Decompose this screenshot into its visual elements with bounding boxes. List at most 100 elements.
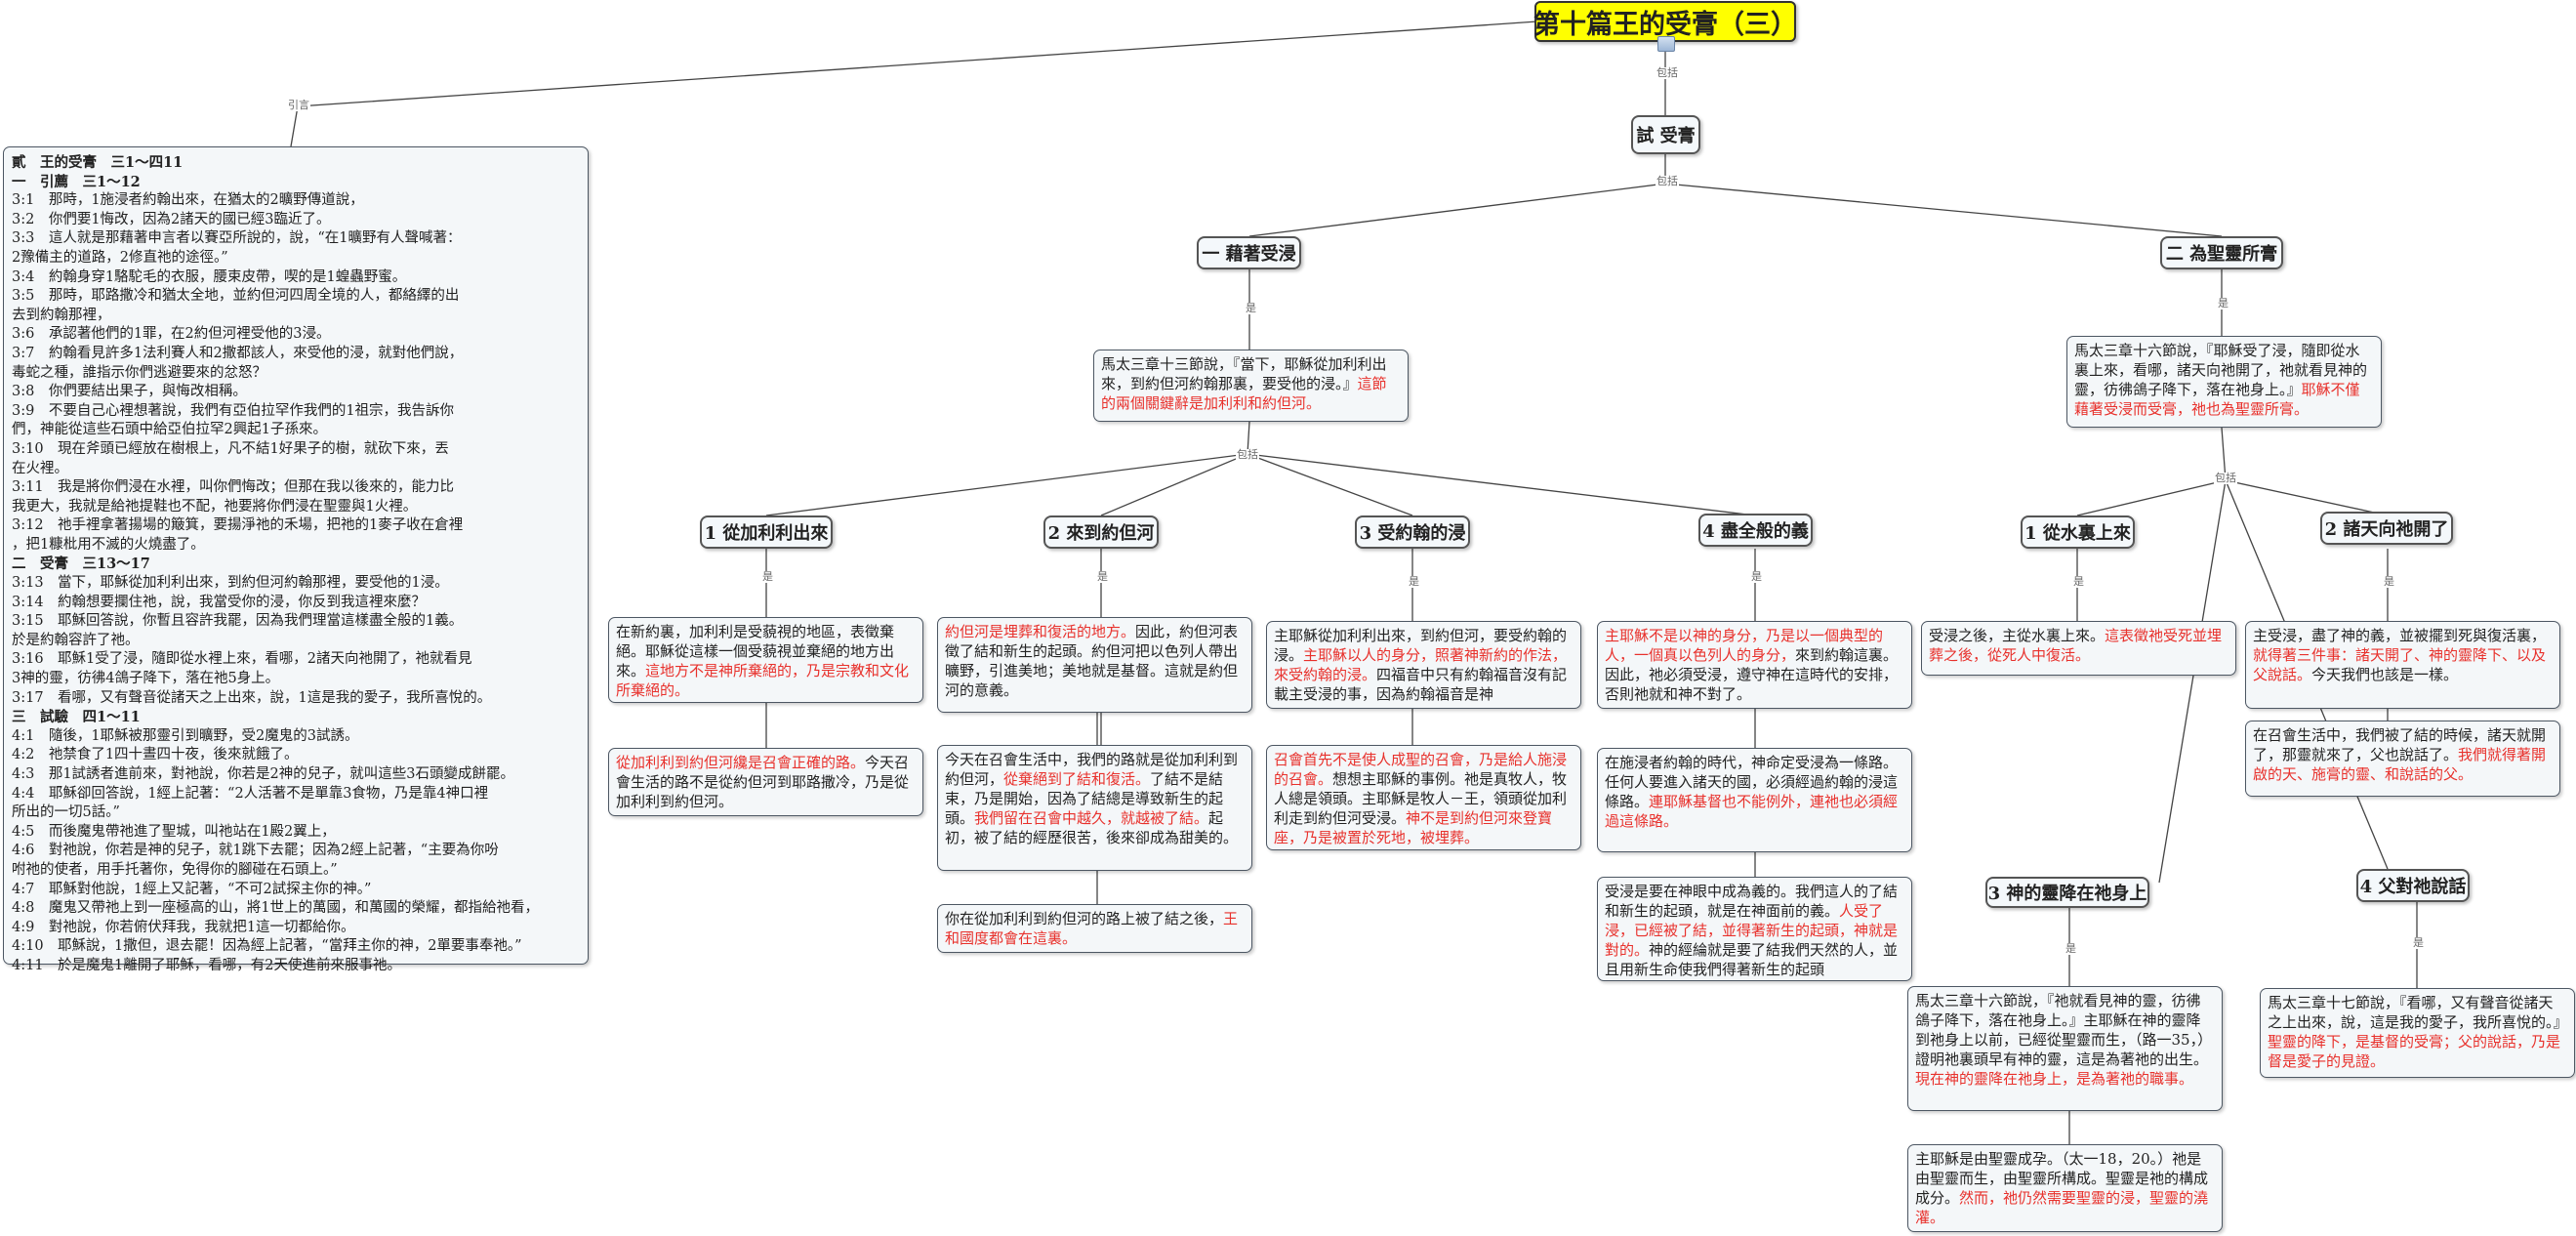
intro-verse-line: 4:10 耶穌說，1撒但，退去罷！因為經上記著，“當拜主你的神，2單要事奉祂。” [12,938,522,955]
topic-b2-anointed[interactable]: 二 為聖靈所膏 [2160,236,2283,269]
topic-b1-1[interactable]: 1 從加利利出來 [700,515,833,549]
intro-verse-line: 於是約翰容許了祂。 [12,632,140,648]
note-b1-2b[interactable]: 今天在召會生活中，我們的路就是從加利利到約但河，從棄絕到了結和復活。了結不是結束… [937,745,1252,871]
intro-verse-line: 3:15 耶穌回答說，你暫且容許我罷，因為我們理當這樣盡全般的1義。 [12,613,464,630]
intro-verse-line: 3:9 不要自己心裡想著說，我們有亞伯拉罕作我們的1祖宗，我告訴你 [12,402,455,419]
topic-label: 3 受約翰的浸 [1359,523,1466,544]
intro-verse-line: 4:11 於是魔鬼1離開了耶穌，看哪，有2天使進前來服事祂。 [12,957,402,973]
note-icon[interactable] [1657,36,1675,52]
note-b1-4[interactable]: 主耶穌不是以神的身分，乃是以一個典型的人，一個真以色列人的身分，來到約翰這裏。因… [1597,621,1912,709]
note-b1-2[interactable]: 約但河是埋葬和復活的地方。因此，約但河表徵了結和新生的起頭。約但河把以色列人帶出… [937,617,1252,713]
intro-verse-line: 們，神能從這些石頭中給亞伯拉罕2興起1子孫來。 [12,422,327,438]
link-label-is: 是 [2217,297,2229,309]
note-highlight: 我們就得著開啟的天、施膏的靈、和說話的父。 [2253,746,2547,783]
note-text: 受浸之後，主從水裏上來。 [1929,627,2106,644]
note-highlight: 耶穌不僅藉著受浸而受膏，祂也為聖靈所膏。 [2074,381,2360,418]
intro-verse-line: ，把1糠枇用不滅的火燒盡了。 [12,536,205,553]
topic-b1-baptism[interactable]: 一 藉著受浸 [1197,236,1301,269]
note-highlight: 主耶穌以人的身分，照著神新約的作法，來受約翰的浸。 [1274,646,1568,683]
note-text: 你在從加利利到約但河的路上被了結之後， [945,910,1224,927]
topic-b1-4[interactable]: 4 盡全般的義 [1698,514,1813,547]
intro-verse-line: 3:12 祂手裡拿著揚場的簸箕，要揚淨祂的禾場，把祂的1麥子收在倉裡 [12,517,464,534]
topic-label: 一 藉著受浸 [1202,244,1296,265]
note-highlight: 連耶穌基督也不能例外，連祂也必須經過這條路。 [1605,793,1899,830]
topic-b2-2[interactable]: 2 諸天向祂開了 [2320,512,2453,545]
link-label-is: 是 [1245,302,1257,314]
note-text: 來到約翰這裏。因此，祂必須受浸，遵守神在這時代的安排，否則祂就和神不對了。 [1605,646,1899,703]
intro-verse-line: 在火裡。 [12,460,68,476]
note-highlight: 這表徵祂受死並埋葬之後，從死人中復活。 [1929,627,2223,664]
intro-verse-line: 3:3 這人就是那藉著申言者以賽亞所說的，說，“在1曠野有人聲喊著： [12,230,462,247]
intro-verse-line: 3:6 承認著他們的1罪，在2約但河裡受他的3浸。 [12,326,331,343]
topic-b1-3[interactable]: 3 受約翰的浸 [1355,515,1470,549]
intro-verse-line: 3:7 約翰看見許多1法利賽人和2撒都該人，來受他的浸，就對他們說， [12,345,464,361]
intro-heading-line: 一 引薦 三1～12 [12,173,141,190]
intro-verse-line: 3:14 約翰想要攔住祂，說，我當受你的浸，你反到我這裡來麼？ [12,594,427,610]
note-text: 主耶穌從加利利出來，到約但河，要受約翰的浸。 [1274,627,1568,664]
topic-b2-3[interactable]: 3 神的靈降在祂身上 [1985,877,2149,908]
topic-label: 2 諸天向祂開了 [2324,519,2449,540]
note-text: 今天在召會生活中，我們的路就是從加利利到約但河， [945,751,1239,788]
intro-heading-line: 三 試驗 四1～11 [12,709,141,726]
intro-verse-line: 4:7 耶穌對他說，1經上又記著，“不可2試探主你的神。” [12,881,372,897]
note-highlight: 聖靈的降下，是基督的受膏；父的說話，乃是督是愛子的見證。 [2268,1033,2561,1070]
link-label-include: 包括 [2214,472,2237,484]
root-topic[interactable]: 第十篇王的受膏（三） [1533,1,1797,42]
note-text: 在施浸者約翰的時代，神命定受浸為一條路。任何人要進入諸天的國，必須經過約翰的浸這… [1605,754,1899,810]
intro-verse-line: 去到約翰那裡， [12,307,111,323]
note-highlight: 現在神的靈降在祂身上，是為著祂的職事。 [1915,1070,2194,1088]
topic-b2-1[interactable]: 1 從水裏上來 [2021,515,2135,549]
topic-b2-4[interactable]: 4 父對祂說話 [2356,869,2470,902]
note-b1-3[interactable]: 主耶穌從加利利出來，到約但河，要受約翰的浸。主耶穌以人的身分，照著神新約的作法，… [1266,621,1581,709]
note-highlight: 然而，祂仍然需要聖靈的浸，聖靈的澆灌。 [1915,1189,2209,1226]
note-b1-2c[interactable]: 你在從加利利到約但河的路上被了結之後，王和國度都會在這裏。 [937,904,1252,953]
note-text: 在新約裏，加利利是受藐視的地區，表徵棄絕。耶穌從這樣一個受藐視並棄絕的地方出來。 [616,623,895,680]
note-b1-3b[interactable]: 召會首先不是使人成聖的召會，乃是給人施浸的召會。想想主耶穌的事例。祂是真牧人，牧… [1266,745,1581,850]
note-b1-1[interactable]: 在新約裏，加利利是受藐視的地區，表徵棄絕。耶穌從這樣一個受藐視並棄絕的地方出來。… [608,617,923,703]
note-highlight: 就得著三件事：諸天開了、神的靈降下、以及父說話。 [2253,646,2547,683]
topic-label: 4 盡全般的義 [1702,521,1809,542]
note-b2-2[interactable]: 主受浸，盡了神的義，並被擺到死與復活裏， 就得著三件事：諸天開了、神的靈降下、以及… [2245,621,2560,709]
note-b1[interactable]: 馬太三章十三節說，『當下，耶穌從加利利出來，到約但河約翰那裏，要受他的浸。』這節… [1093,350,1409,422]
note-b1-4b[interactable]: 在施浸者約翰的時代，神命定受浸為一條路。任何人要進入諸天的國，必須經過約翰的浸這… [1597,748,1912,852]
topic-shi-shou-gao[interactable]: 試 受膏 [1631,115,1700,154]
intro-verse-line: 所出的一切5話。” [12,804,120,821]
link-label-include: 包括 [1656,175,1679,187]
note-b2-3[interactable]: 馬太三章十六節說，『祂就看見神的靈，彷彿鴿子降下，落在祂身上。』主耶穌在神的靈降… [1907,986,2223,1111]
intro-verse-line: 3:4 約翰身穿1駱駝毛的衣服，腰束皮帶，喫的是1蝗蟲野蜜。 [12,268,407,285]
note-b2[interactable]: 馬太三章十六節說，『耶穌受了浸，隨即從水裏上來，看哪，諸天向祂開了，祂就看見神的… [2066,336,2382,428]
note-b1-4c[interactable]: 受浸是要在神眼中成為義的。我們這人的了結和新生的起頭，就是在神面前的義。人受了浸… [1597,877,1912,981]
note-highlight: 我們留在召會中越久，就越被了結。 [974,809,1209,827]
note-highlight: 神不是到約但河來登寶座，乃是被置於死地，被埋葬。 [1274,809,1553,846]
intro-verse-line: 2豫備主的道路，2修直祂的途徑。” [12,249,228,266]
intro-verse-line: 3:16 耶穌1受了浸，隨即從水裡上來，看哪，2諸天向祂開了，祂就看見 [12,651,472,668]
intro-verse-line: 咐祂的使者，用手托著你，免得你的腳碰在石頭上。” [12,861,338,878]
note-text: 起初，被了結的經歷很苦，後來卻成為甜美的。 [945,809,1239,846]
topic-label: 1 從水裏上來 [2024,523,2131,544]
link-label-is: 是 [1096,570,1109,583]
intro-verse-line: 4:9 對祂說，你若俯伏拜我，我就把1這一切都給你。 [12,919,355,935]
note-highlight: 從棄絕到了結和復活。 [1003,770,1151,788]
intro-verse-line: 4:6 對祂說，你若是神的兒子，就1跳下去罷；因為2經上記著，“主要為你吩 [12,843,499,859]
note-highlight: 從加利利到約但河纔是召會正確的路。 [616,754,866,771]
note-b2-4[interactable]: 馬太三章十七節說，『看哪，又有聲音從諸天之上出來，說，這是我的愛子，我所喜悅的。… [2260,988,2575,1078]
topic-b1-2[interactable]: 2 來到約但河 [1043,515,1159,549]
note-b2-3b[interactable]: 主耶穌是由聖靈成孕。（太一18，20。）祂是由聖靈而生，由聖靈所構成。聖靈是祂的… [1907,1144,2223,1232]
note-text: 主受浸，盡了神的義，並被擺到死與復活裏， [2253,627,2547,644]
note-text: 今天我們也該是一樣。 [2311,666,2459,683]
intro-verse-line: 4:4 耶穌卻回答說，1經上記著：“2人活著不是單靠3食物，乃是靠4神口裡 [12,785,489,802]
note-text: 神的經綸就是要了結我們天然的人，並且用新生命使我們得著新生的起頭 [1605,941,1899,978]
note-text: 馬太三章十六節說，『耶穌受了浸，隨即從水裏上來，看哪，諸天向祂開了，祂就看見神的… [2074,342,2368,398]
note-highlight: 這節的兩個關鍵辭是加利利和約但河。 [1101,375,1387,412]
note-text: 想想主耶穌的事例。祂是真牧人，牧人總是領頭。主耶穌是牧人－王，領頭從加利利走到約… [1274,770,1568,827]
intro-verse-line: 3:10 現在斧頭已經放在樹根上，凡不結1好果子的樹，就砍下來，丟 [12,440,449,457]
note-b2-1[interactable]: 受浸之後，主從水裏上來。這表徵祂受死並埋葬之後，從死人中復活。 [1921,621,2236,676]
note-highlight: 王和國度都會在這裏。 [945,910,1239,947]
topic-label: 4 父對祂說話 [2359,877,2467,897]
note-text: 馬太三章十六節說，『祂就看見神的靈，彷彿鴿子降下，落在祂身上。』主耶穌在神的靈降… [1915,992,2213,1068]
note-b1-1b[interactable]: 從加利利到約但河纔是召會正確的路。今天召會生活的路不是從約但河到耶路撒冷，乃是從… [608,748,923,816]
note-b2-2b[interactable]: 在召會生活中，我們被了結的時候，諸天就開了，那靈就來了，父也說話了。我們就得著開… [2245,721,2560,797]
intro-verse-line: 3:11 我是將你們浸在水裡，叫你們悔改；但那在我以後來的，能力比 [12,479,455,496]
topic-label: 3 神的靈降在祂身上 [1987,884,2147,904]
